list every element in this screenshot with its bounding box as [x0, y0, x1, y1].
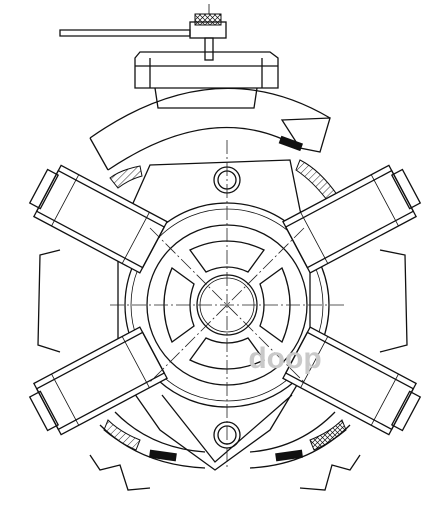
cylinder-upper-right: [282, 164, 422, 274]
lower-left-shoe: [89, 411, 206, 491]
lower-right-shoe: [249, 411, 361, 491]
watermark: doop: [248, 342, 321, 375]
cylinder-lower-right: [282, 326, 422, 436]
cylinder-lower-left: [28, 326, 168, 436]
lower-bracket: [161, 394, 293, 463]
upper-arc-shoe: [89, 87, 339, 205]
top-lever: [59, 4, 227, 61]
centerlines: [110, 140, 345, 470]
top-clamp-block: [134, 51, 279, 109]
cylinder-upper-left: [28, 164, 168, 274]
